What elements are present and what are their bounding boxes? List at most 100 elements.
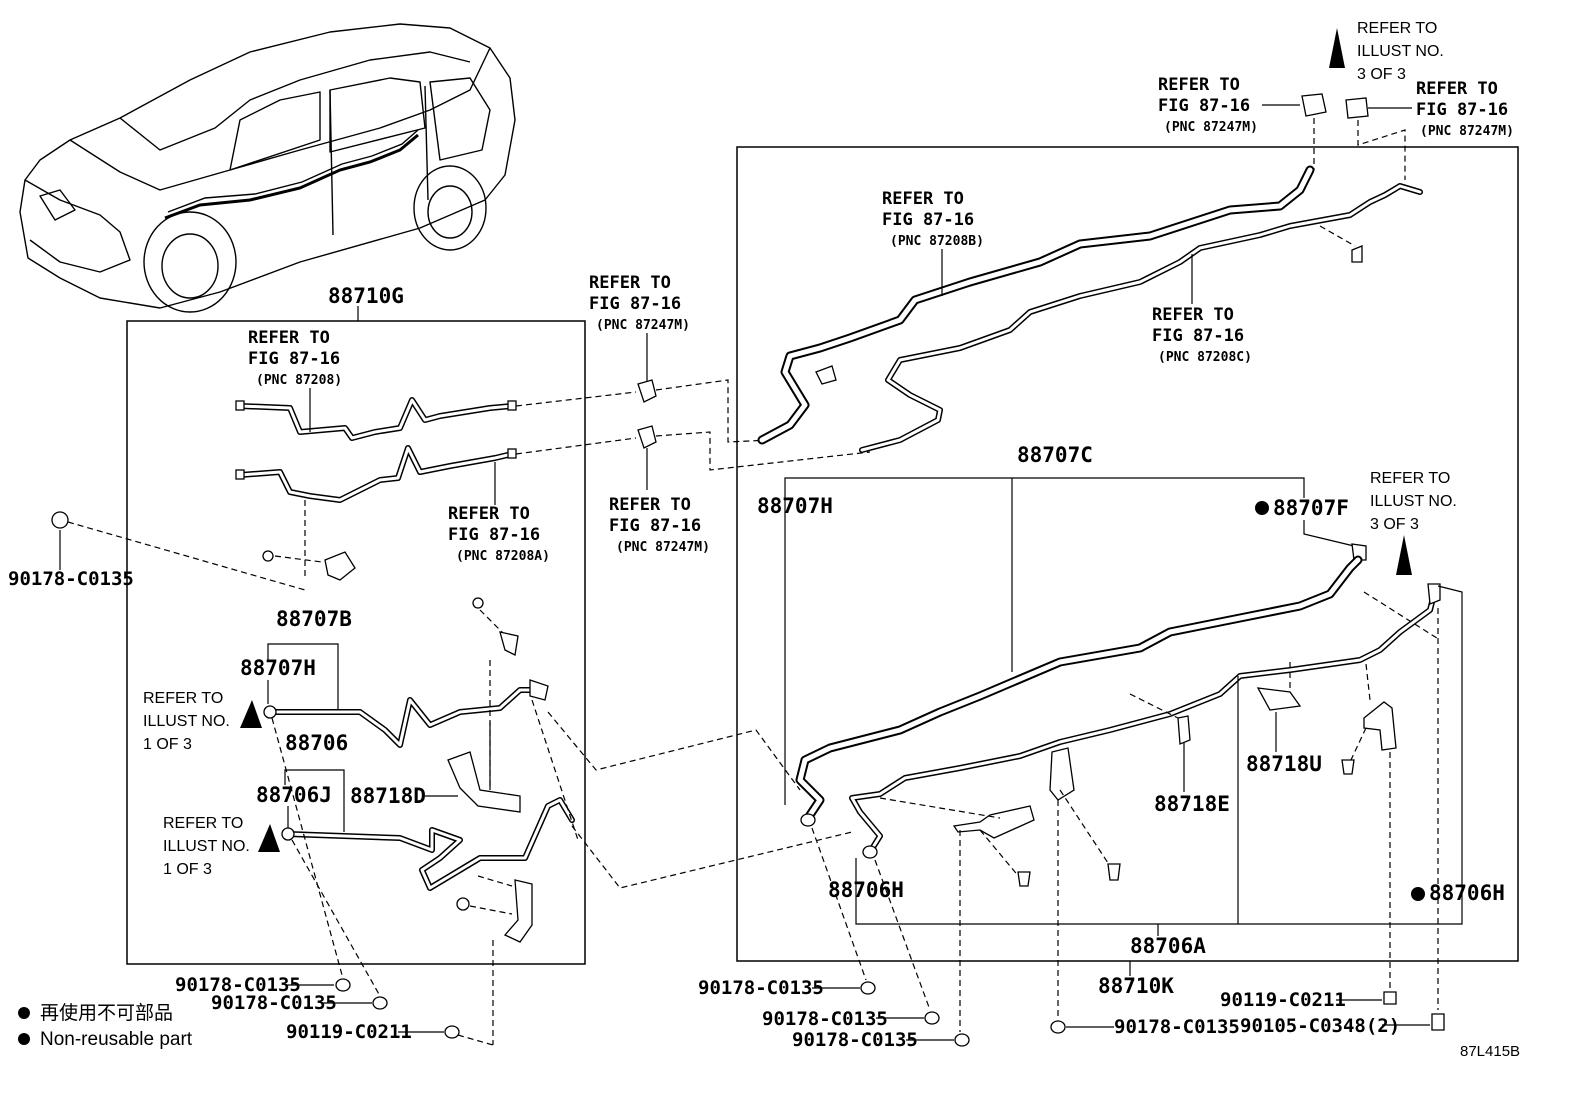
- bracket-icon: [503, 879, 533, 943]
- clip-icon: [335, 978, 351, 992]
- non-reusable-marker-icon: [1255, 501, 1269, 515]
- svg-text:REFER TO: REFER TO: [143, 690, 223, 707]
- fastener-90119-c0211-right: 90119-C0211: [1220, 989, 1346, 1011]
- label-88707h-right: 88707H: [757, 494, 833, 518]
- clip-icon: [924, 1011, 940, 1025]
- fastener-90178-c0135-a: 90178-C0135: [175, 974, 301, 996]
- svg-text:(PNC 87247M): (PNC 87247M): [1420, 124, 1514, 139]
- label-88718d: 88718D: [350, 784, 426, 808]
- bracket-icon: [499, 631, 519, 656]
- bolt-icon: [456, 897, 470, 911]
- diagram-code: 87L415B: [1460, 1043, 1520, 1060]
- bolt-icon: [1107, 863, 1121, 881]
- ref-illust-1-of-3-a[interactable]: REFER TO ILLUST NO. 1 OF 3: [143, 690, 230, 753]
- ref-fig-87-16-pnc-87208b[interactable]: REFER TO FIG 87-16 (PNC 87208B): [882, 189, 984, 249]
- svg-text:3 OF 3: 3 OF 3: [1370, 516, 1419, 533]
- fastener-90178-c0135-e: 90178-C0135: [792, 1029, 918, 1051]
- ref-fig-87-16-pnc-87247m-topright[interactable]: REFER TO FIG 87-16 (PNC 87247M): [1416, 79, 1514, 139]
- pipe-fitting-icon: [235, 400, 517, 480]
- bolt-icon: [472, 597, 484, 609]
- ref-illust-3-of-3-top[interactable]: REFER TO ILLUST NO. 3 OF 3: [1357, 20, 1444, 83]
- ref-fig-87-16-pnc-87208[interactable]: REFER TO FIG 87-16 (PNC 87208): [248, 328, 342, 388]
- label-88710g: 88710G: [328, 284, 404, 308]
- label-88707f: 88707F: [1273, 496, 1349, 520]
- svg-text:ILLUST NO.: ILLUST NO.: [1370, 493, 1457, 510]
- fastener-90105-c0348: 90105-C0348(2): [1240, 1015, 1400, 1037]
- svg-text:(PNC 87208B): (PNC 87208B): [890, 234, 984, 249]
- svg-text:FIG 87-16: FIG 87-16: [1152, 326, 1244, 346]
- non-reusable-marker-icon: [18, 1007, 30, 1019]
- fitting-icon: [281, 827, 295, 841]
- fastener-90178-c0135-d: 90178-C0135: [762, 1008, 888, 1030]
- svg-text:(PNC 87208C): (PNC 87208C): [1158, 350, 1252, 365]
- bolt-icon: [1383, 991, 1397, 1005]
- legend-japanese: 再使用不可部品: [40, 1002, 173, 1024]
- arrow-up-icon: [1396, 535, 1412, 575]
- connector-icon: [1301, 93, 1327, 117]
- bolt-icon: [444, 1025, 460, 1039]
- svg-text:REFER TO: REFER TO: [1357, 20, 1437, 37]
- svg-text:ILLUST NO.: ILLUST NO.: [1357, 43, 1444, 60]
- svg-text:FIG 87-16: FIG 87-16: [248, 349, 340, 369]
- bracket-icon: [529, 679, 549, 701]
- ref-fig-87-16-pnc-87208a[interactable]: REFER TO FIG 87-16 (PNC 87208A): [448, 504, 550, 564]
- connector-icon: [1427, 583, 1441, 605]
- fastener-90178-c0135-c: 90178-C0135: [698, 977, 824, 999]
- svg-text:REFER TO: REFER TO: [1370, 470, 1450, 487]
- ref-illust-1-of-3-b[interactable]: REFER TO ILLUST NO. 1 OF 3: [163, 815, 250, 878]
- non-reusable-marker-icon: [1411, 887, 1425, 901]
- svg-text:ILLUST NO.: ILLUST NO.: [163, 838, 250, 855]
- clamp-88718u-icon: [1256, 687, 1302, 711]
- svg-text:REFER TO: REFER TO: [1152, 305, 1234, 325]
- bracket-icon: [1363, 701, 1397, 751]
- label-88718e: 88718E: [1154, 792, 1230, 816]
- clip-icon: [815, 365, 837, 385]
- label-88707c: 88707C: [1017, 443, 1093, 467]
- clamp-88718d-icon: [447, 751, 521, 813]
- ref-fig-87-16-pnc-87208c[interactable]: REFER TO FIG 87-16 (PNC 87208C): [1152, 305, 1252, 365]
- clip-icon: [372, 996, 388, 1010]
- ref-fig-87-16-pnc-87247m-topleft[interactable]: REFER TO FIG 87-16 (PNC 87247M): [1158, 75, 1258, 135]
- svg-text:FIG 87-16: FIG 87-16: [609, 516, 701, 536]
- label-88706a: 88706A: [1130, 934, 1206, 958]
- svg-text:(PNC 87208): (PNC 87208): [256, 373, 342, 388]
- svg-text:REFER TO: REFER TO: [882, 189, 964, 209]
- vehicle-illustration: [19, 23, 516, 313]
- connector-icon: [1345, 97, 1369, 119]
- svg-text:REFER TO: REFER TO: [163, 815, 243, 832]
- label-88707b: 88707B: [276, 607, 352, 631]
- clip-icon: [860, 981, 876, 995]
- fitting-icon: [263, 705, 277, 719]
- svg-text:FIG 87-16: FIG 87-16: [448, 525, 540, 545]
- clamp-icon: [1177, 715, 1191, 745]
- ref-illust-3-of-3-right[interactable]: REFER TO ILLUST NO. 3 OF 3: [1370, 470, 1457, 533]
- clip-icon: [954, 1033, 970, 1047]
- clamp-icon: [1049, 747, 1075, 801]
- legend-english: Non-reusable part: [40, 1029, 193, 1050]
- label-88710k: 88710K: [1098, 974, 1174, 998]
- non-reusable-marker-icon: [18, 1033, 30, 1045]
- ref-fig-87-16-pnc-87247m-bottom[interactable]: REFER TO FIG 87-16 (PNC 87247M): [609, 495, 710, 555]
- bolt-icon: [262, 550, 274, 562]
- label-88718u: 88718U: [1246, 752, 1322, 776]
- fitting-icon: [862, 845, 878, 859]
- svg-text:(PNC 87247M): (PNC 87247M): [1164, 120, 1258, 135]
- connector-icon: [637, 425, 657, 449]
- label-88706h-right: 88706H: [1429, 881, 1505, 905]
- svg-text:REFER TO: REFER TO: [1158, 75, 1240, 95]
- bolt-icon: [1431, 1013, 1445, 1031]
- svg-text:REFER TO: REFER TO: [448, 504, 530, 524]
- ref-fig-87-16-pnc-87247m-top[interactable]: REFER TO FIG 87-16 (PNC 87247M): [589, 273, 690, 333]
- bolt-icon: [1341, 759, 1355, 775]
- svg-text:(PNC 87208A): (PNC 87208A): [456, 549, 550, 564]
- label-88707h-left: 88707H: [240, 656, 316, 680]
- svg-text:3 OF 3: 3 OF 3: [1357, 66, 1406, 83]
- label-88706: 88706: [285, 731, 348, 755]
- svg-text:1 OF 3: 1 OF 3: [163, 861, 212, 878]
- assembly-box-88710g: [126, 320, 586, 965]
- svg-text:FIG 87-16: FIG 87-16: [1158, 96, 1250, 116]
- clamp-icon: [324, 551, 356, 581]
- clip-icon: [51, 511, 69, 529]
- svg-text:(PNC 87247M): (PNC 87247M): [616, 540, 710, 555]
- label-88706h-left: 88706H: [828, 878, 904, 902]
